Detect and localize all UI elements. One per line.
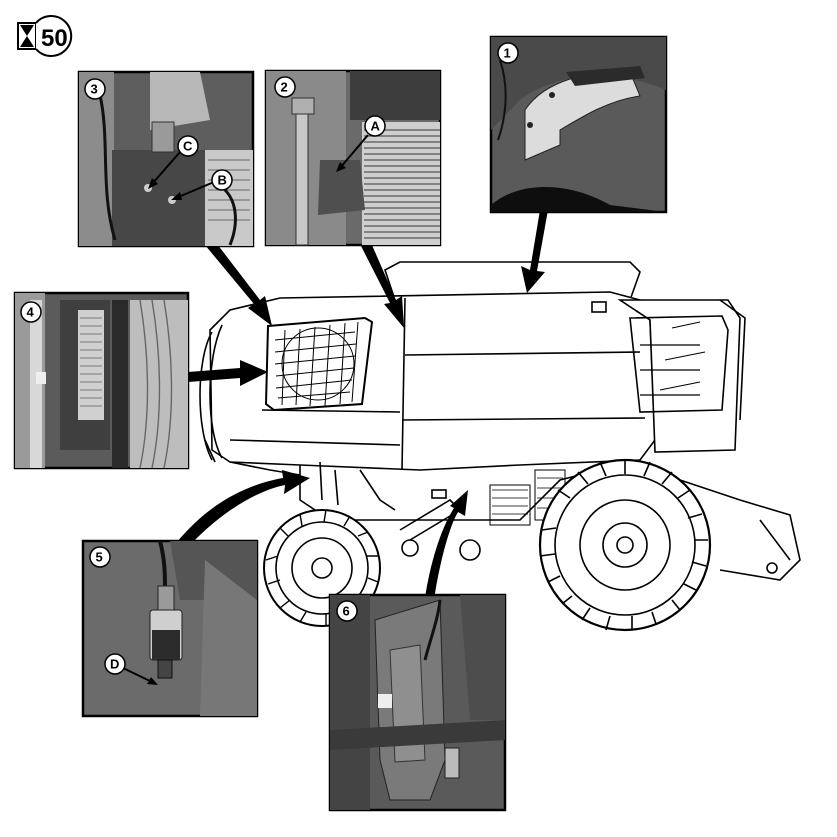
photo-number-3: 3	[91, 82, 98, 97]
callout-c: C	[183, 139, 193, 154]
arrow-photo-1	[521, 210, 548, 293]
photo-number-5: 5	[96, 550, 103, 565]
arrow-photo-2	[358, 236, 404, 328]
hourglass-icon	[20, 25, 34, 47]
arrow-photo-4	[188, 360, 268, 386]
callout-a: A	[371, 119, 381, 134]
photo-5: 5 D	[81, 539, 259, 718]
photo-2: 2 A	[264, 69, 442, 247]
photo-4: 4	[13, 291, 190, 470]
photo-number-1: 1	[504, 46, 511, 61]
combine-harvester-drawing	[199, 261, 801, 632]
service-interval-badge: 50	[17, 15, 73, 57]
callout-b: B	[218, 173, 227, 188]
photo-1: 1	[489, 35, 668, 214]
photo-6: 6	[328, 593, 507, 812]
photo-number-2: 2	[281, 80, 288, 95]
photo-number-6: 6	[343, 604, 350, 619]
operator-cab	[617, 299, 746, 453]
photo-number-4: 4	[27, 305, 35, 320]
front-wheel	[538, 458, 712, 632]
callout-d: D	[110, 657, 119, 672]
arrow-photo-3	[205, 240, 272, 326]
photo-3: 3 C B	[77, 70, 255, 248]
arrow-photo-6	[425, 490, 468, 600]
radiator-grille	[264, 316, 374, 412]
interval-hours: 50	[41, 25, 68, 52]
